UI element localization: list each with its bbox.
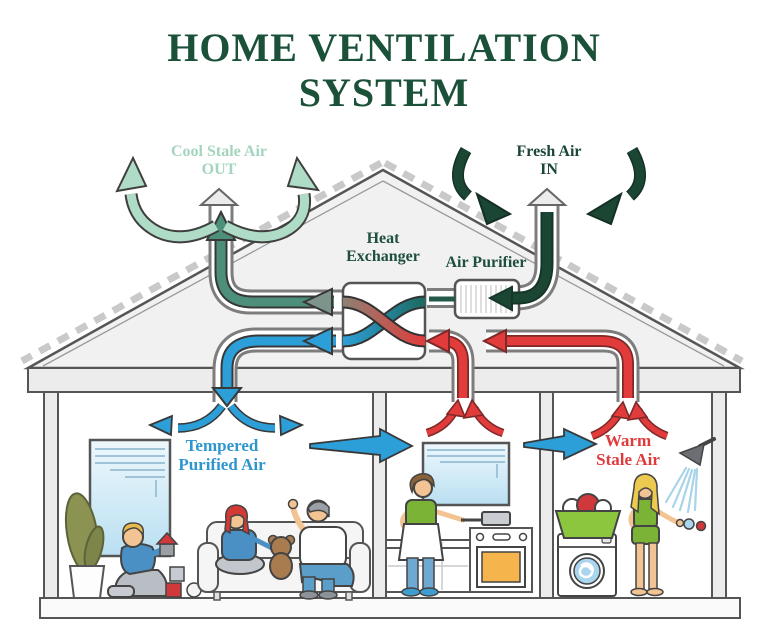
wall-living-kitchen — [372, 391, 387, 599]
exhaust-roof-vent — [198, 187, 240, 206]
exchanger-stale-arrowhead — [424, 328, 450, 354]
label-warm-stale-air: Warm Stale Air — [596, 431, 660, 470]
potted-plant — [64, 492, 106, 599]
supply-curl-right — [228, 403, 276, 432]
father-hair — [307, 501, 330, 518]
purifier-arrowhead — [487, 285, 513, 312]
left-wall — [43, 391, 59, 599]
toy-block-red — [165, 582, 182, 598]
transfer-arrow-kitchen-bath — [523, 427, 599, 461]
out-arrow-left — [126, 193, 219, 242]
kitchen-window — [421, 441, 511, 507]
title-line-2: SYSTEM — [298, 69, 470, 115]
air-purifier-unit — [429, 278, 521, 320]
label-cool-stale-air-out: Cool Stale Air OUT — [171, 143, 267, 178]
air-streams — [115, 147, 669, 464]
bathroom-laundry — [554, 437, 716, 597]
toy-block-grey — [169, 566, 185, 582]
label-tempered-purified-air: Tempered Purified Air — [178, 436, 266, 475]
supply-stream — [222, 336, 336, 392]
in-arrow-left — [453, 147, 472, 200]
shower — [664, 437, 716, 514]
shower-spray — [664, 466, 699, 514]
kitchen — [385, 441, 533, 597]
in-arrow-right — [626, 147, 645, 200]
stove-oven — [469, 527, 533, 593]
exhaust-stream — [216, 238, 334, 307]
roof — [20, 159, 745, 370]
wall-kitchen-bath — [539, 391, 554, 599]
diagram-title: HOME VENTILATION SYSTEM — [167, 25, 601, 116]
exchanger-exhaust-arrowhead — [301, 287, 333, 317]
oven-window — [481, 551, 521, 583]
woman-hair — [409, 473, 435, 495]
label-fresh-air-in: Fresh Air IN — [516, 143, 582, 178]
floor — [39, 597, 741, 619]
shower-head — [678, 442, 705, 467]
supply-down-arrowhead — [210, 387, 244, 408]
cooking-woman — [397, 473, 511, 597]
roof-shingles-left — [20, 159, 383, 365]
girl-hair — [224, 504, 250, 536]
red-knob — [695, 520, 707, 532]
living-room — [64, 438, 371, 601]
apron — [397, 523, 445, 561]
child-hair — [122, 522, 145, 538]
intake-roof-vent — [526, 187, 568, 206]
label-heat-exchanger: Heat Exchanger — [346, 230, 420, 265]
bath-extract-stream — [500, 336, 633, 398]
washing-machine — [557, 533, 617, 597]
girl-on-couch — [215, 504, 278, 575]
bathing-woman-hair — [630, 473, 660, 516]
kitchen-blinds — [427, 449, 505, 478]
window-blinds — [95, 448, 165, 497]
toy-house — [159, 543, 175, 557]
heat-exchanger-unit — [341, 281, 427, 361]
title-line-1: HOME VENTILATION — [167, 25, 601, 70]
plant-pot — [68, 565, 106, 599]
transfer-arrow-living-kitchen — [309, 427, 414, 464]
bath-extract-arrowhead — [481, 328, 507, 354]
father-on-couch — [287, 498, 355, 600]
shower-control — [683, 518, 695, 530]
bathing-woman — [628, 473, 707, 597]
roof-shingles-right — [383, 159, 744, 365]
intake-stream — [506, 212, 552, 303]
child-playing — [107, 522, 202, 598]
exchanger-supply-arrowhead — [301, 326, 333, 356]
supply-curl-left — [177, 403, 225, 432]
washer-spiral — [578, 562, 594, 579]
laundry-basket — [554, 493, 622, 539]
right-wall — [711, 391, 727, 599]
label-air-purifier: Air Purifier — [445, 254, 527, 271]
teddy-bear — [267, 534, 296, 580]
house-frame — [27, 367, 741, 619]
cooking-pan — [481, 511, 511, 526]
out-arrow-right — [222, 193, 310, 242]
